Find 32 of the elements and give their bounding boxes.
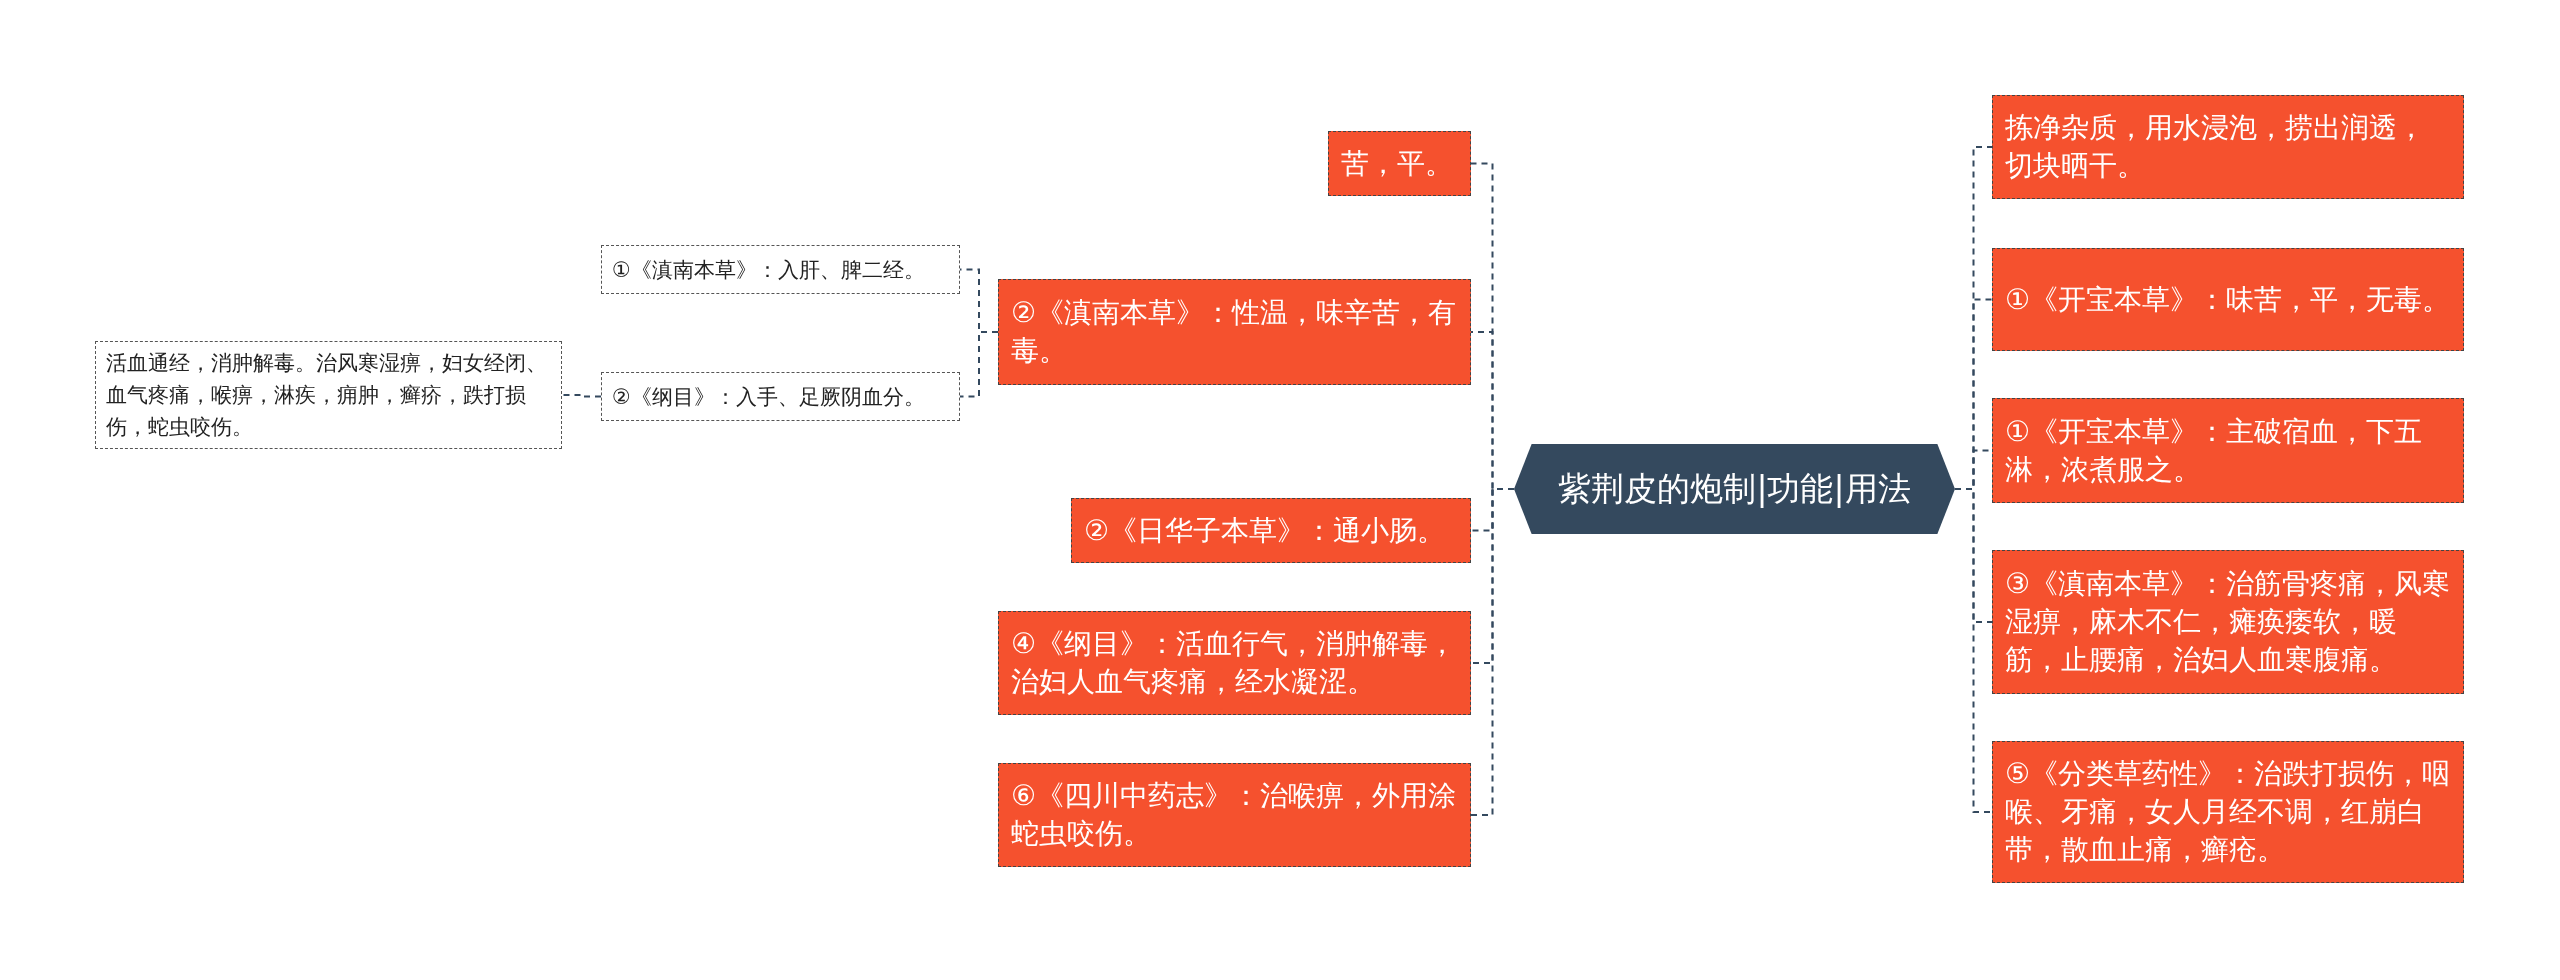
- connector-line: [1470, 488, 1515, 816]
- detail-text: ①《滇南本草》：入肝、脾二经。: [612, 256, 925, 284]
- note-box: [1992, 398, 2464, 503]
- note-box: [998, 763, 1471, 867]
- detail-box: [601, 372, 960, 421]
- note-text: ⑤《分类草药性》：治跌打损伤，咽喉、牙痛，女人月经不调，红崩白带，散血止痛，癣疮。: [2005, 756, 2451, 868]
- note-text: ⑥《四川中药志》：治喉痹，外用涂蛇虫咬伤。: [1011, 778, 1458, 852]
- note-box: [1992, 550, 2464, 694]
- detail-box: [95, 341, 562, 449]
- topic-title: 紫荆皮的炮制|功能|用法: [1558, 467, 1911, 510]
- note-text: 拣净杂质，用水浸泡，捞出润透，切块晒干。: [2005, 110, 2426, 184]
- note-box: [1992, 95, 2464, 199]
- note-text: ④《纲目》：活血行气，消肿解毒，治妇人血气疼痛，经水凝涩。: [1011, 626, 1458, 700]
- note-text: ②《滇南本草》：性温，味辛苦，有毒。: [1011, 295, 1458, 369]
- note-text: ①《开宝本草》：主破宿血，下五淋，浓煮服之。: [2005, 413, 2424, 488]
- note-text: ①《开宝本草》：味苦，平，无毒。: [2005, 281, 2451, 318]
- note-box: [1992, 741, 2464, 883]
- note-text: ③《滇南本草》：治筋骨疼痛，风寒湿痹，麻木不仁，瘫痪痿软，暖筋，止腰痛，治妇人血寒腹痛。: [2005, 566, 2451, 678]
- note-box: [998, 279, 1471, 385]
- detail-text: ②《纲目》：入手、足厥阴血分。: [612, 383, 925, 411]
- central-topic: [1514, 444, 1955, 534]
- note-box: [998, 611, 1471, 715]
- connector-line: [1954, 488, 1993, 813]
- note-box: [1071, 498, 1471, 563]
- note-box: [1328, 131, 1471, 196]
- note-text: ②《日华子本草》：通小肠。: [1084, 512, 1446, 549]
- detail-box: [601, 245, 960, 294]
- connector-line: [561, 394, 602, 398]
- note-box: [1992, 248, 2464, 351]
- connector-line: [959, 331, 999, 398]
- detail-text: 活血通经，消肿解毒。治风寒湿痹，妇女经闭、血气疼痛，喉痹，淋疾，痈肿，癣疥，跌打损伤，蛇虫咬伤。: [106, 350, 548, 441]
- note-text: 苦，平。: [1341, 145, 1453, 182]
